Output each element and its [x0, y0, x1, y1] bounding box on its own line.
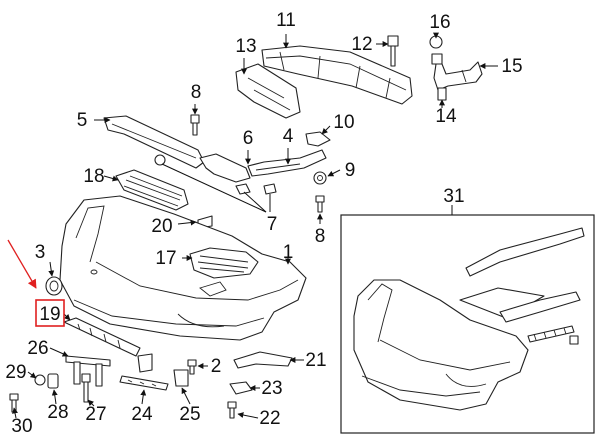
callout-labels: 11 13 12 16 15 14 8 5 6 4 10 9 8 7 18 20…: [5, 10, 522, 437]
bracket-14-15-16-part: [429, 35, 483, 101]
mounting-rail-5-part: [103, 115, 205, 169]
callout-17: 17: [155, 248, 176, 269]
callout-20: 20: [151, 216, 172, 237]
bolt-2-part: [187, 359, 197, 375]
callout-30: 30: [11, 416, 32, 437]
nut-9-part: [313, 171, 327, 185]
lower-grille-19-part: [63, 317, 141, 357]
bolt-8-upper-part: [190, 114, 200, 136]
callout-16: 16: [429, 12, 450, 33]
nut-28-part: [47, 373, 59, 389]
callout-27: 27: [85, 404, 106, 425]
clip-23-part: [229, 381, 253, 395]
bolt-27-part: [81, 373, 91, 403]
callout-24: 24: [131, 404, 153, 425]
bolt-12-part: [387, 35, 399, 67]
cap-3-part: [45, 276, 63, 296]
bracket-13-part: [235, 63, 301, 119]
guide-rail-4-part: [247, 149, 327, 177]
callout-7: 7: [267, 214, 278, 235]
callout-25: 25: [179, 404, 200, 425]
callout-10: 10: [333, 112, 354, 133]
callout-4: 4: [283, 126, 294, 147]
guide-rail-6-part: [199, 153, 251, 183]
callout-26: 26: [27, 338, 48, 359]
callout-3: 3: [35, 242, 46, 263]
callout-28: 28: [47, 402, 68, 423]
leader-lines: [12, 32, 498, 419]
highlighted-callout-19: 19: [35, 299, 65, 327]
callout-13: 13: [235, 36, 256, 57]
callout-12: 12: [351, 34, 372, 55]
callout-1: 1: [283, 242, 294, 263]
clip-7-part: [154, 154, 277, 195]
callout-23: 23: [261, 378, 282, 399]
highlight-arrow: [7, 239, 37, 289]
grille-18-part: [115, 169, 189, 211]
callout-15: 15: [501, 56, 522, 77]
callout-29: 29: [5, 362, 26, 383]
grille-17-part: [189, 247, 259, 279]
callout-9: 9: [345, 160, 356, 181]
clip-29-part: [34, 374, 46, 386]
callout-19: 19: [39, 304, 60, 325]
callout-8-upper: 8: [191, 82, 202, 103]
bumper-cover-part: [59, 195, 307, 341]
callout-31: 31: [443, 186, 464, 207]
bolt-8-lower-part: [315, 195, 325, 213]
assembly-inset-box: [340, 205, 595, 434]
bracket-25-part: [137, 353, 189, 387]
callout-8-lower: 8: [315, 226, 326, 247]
impact-absorber-part: [261, 45, 413, 105]
callout-21: 21: [305, 350, 326, 371]
callout-5: 5: [77, 110, 88, 131]
plate-24-part: [119, 375, 169, 391]
clip-10-part: [305, 131, 331, 147]
screw-22-part: [227, 401, 237, 419]
callout-6: 6: [243, 128, 254, 149]
bracket-26-part: [65, 355, 111, 387]
callout-14: 14: [435, 106, 457, 127]
callout-2: 2: [211, 356, 222, 377]
callout-18: 18: [83, 166, 104, 187]
callout-11: 11: [276, 10, 296, 31]
trim-21-part: [233, 351, 293, 369]
callout-22: 22: [259, 408, 280, 429]
